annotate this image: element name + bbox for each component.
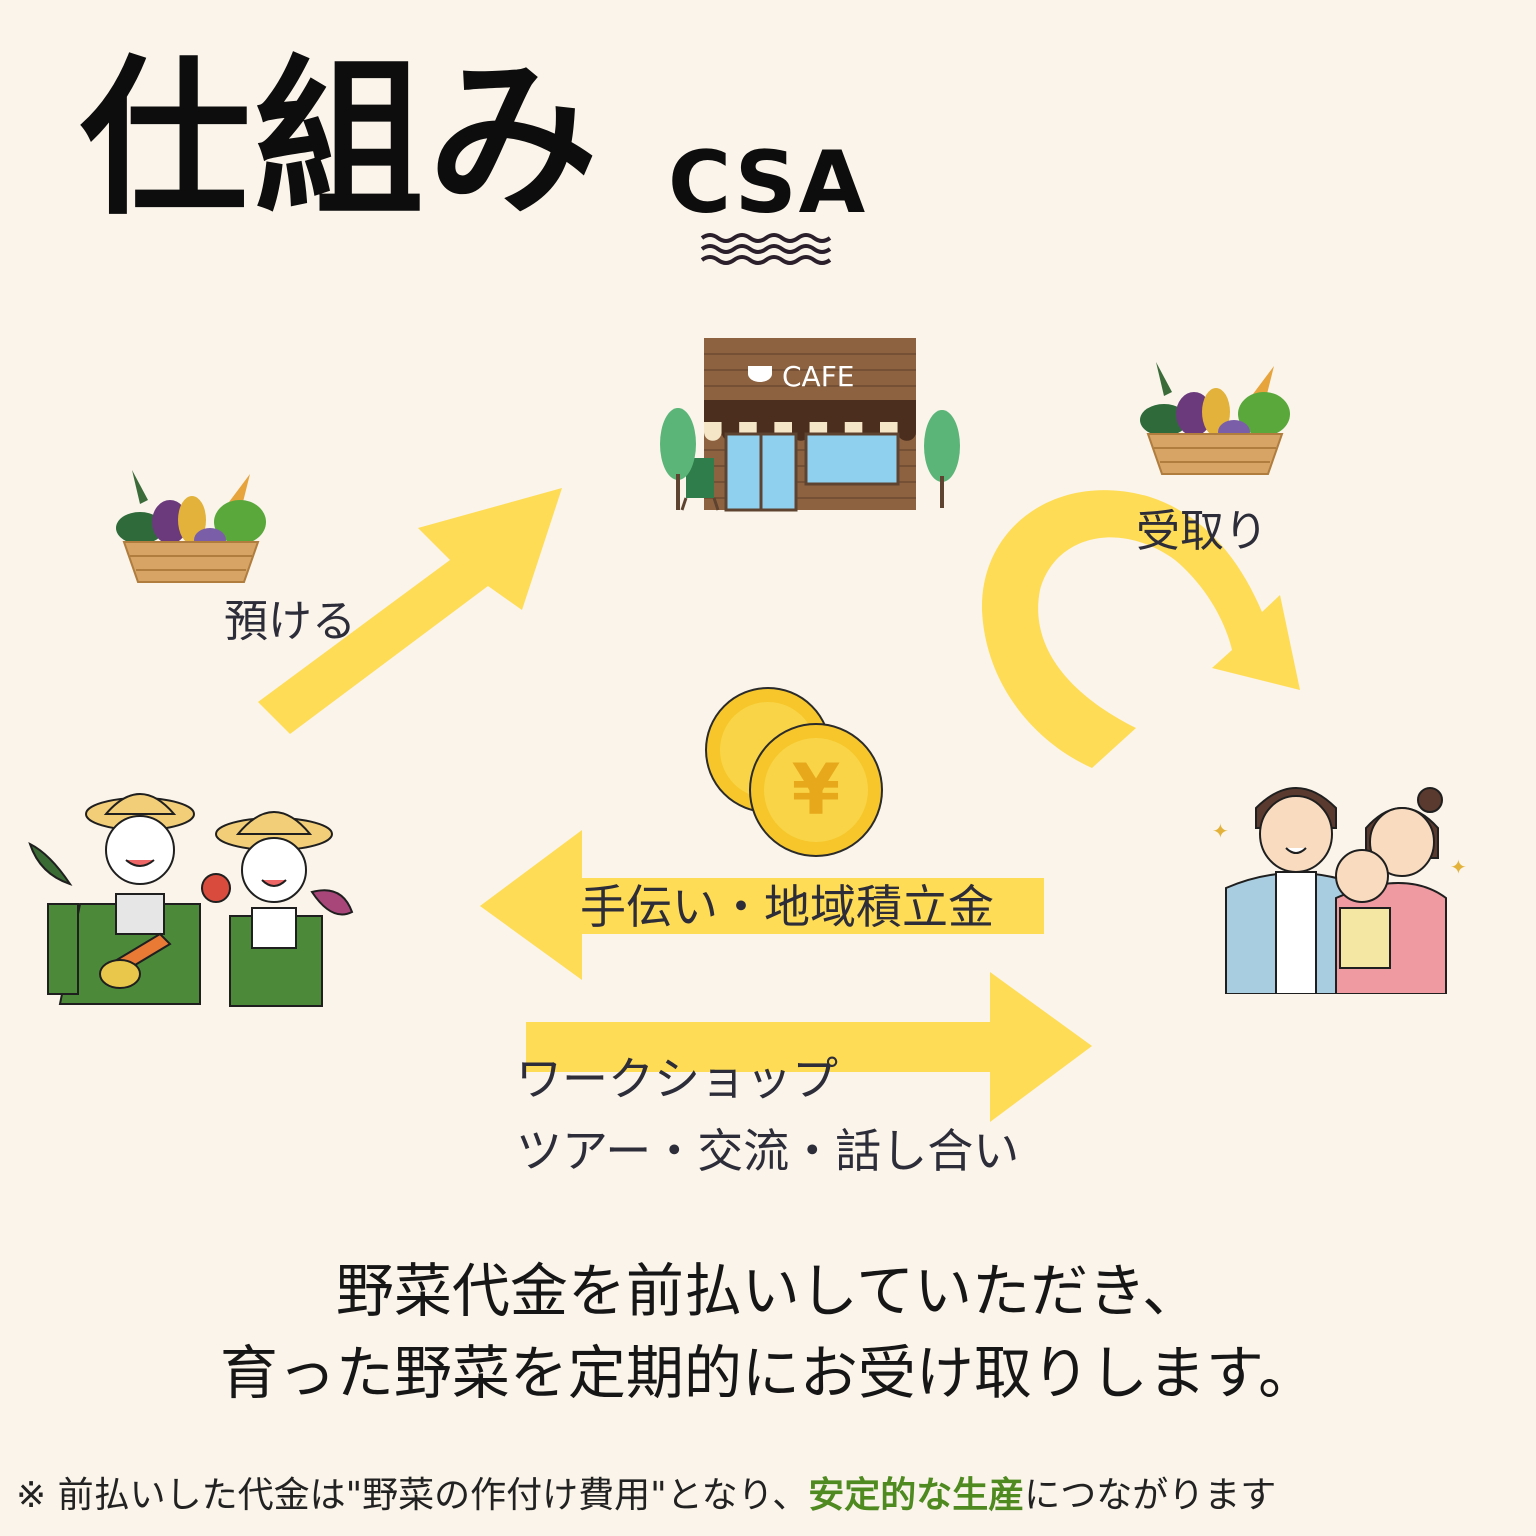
label-deposit: 預ける	[224, 596, 356, 647]
arrow-deposit	[258, 488, 562, 734]
sparkle-icon: ✦	[1450, 855, 1467, 879]
yen-symbol: ¥	[792, 749, 841, 831]
page-subtitle: CSA	[668, 133, 868, 233]
coffee-cup-icon	[748, 366, 772, 382]
family-illustration: ✦ ✦	[1212, 787, 1467, 994]
footnote-prefix: ※ 前払いした代金は"野菜の作付け費用"となり、	[16, 1475, 809, 1516]
footnote-suffix: につながります	[1024, 1475, 1277, 1516]
summary-line-2: 育った野菜を定期的にお受け取りします。	[219, 1339, 1317, 1407]
label-exchange: ツアー・交流・話し合い	[516, 1124, 1020, 1178]
yen-coins-icon: ¥	[705, 687, 883, 857]
wave-underline-icon	[700, 233, 832, 265]
page-title: 仕組み	[80, 41, 603, 239]
farmers-illustration	[28, 793, 354, 1007]
vegetable-basket-icon	[1140, 362, 1290, 475]
arrow-support	[480, 830, 1044, 980]
cafe-sign: CAFE	[782, 360, 855, 393]
sparkle-icon: ✦	[1212, 819, 1229, 843]
vegetable-basket-icon	[116, 470, 266, 583]
label-support: 手伝い・地域積立金	[580, 880, 994, 934]
arrow-receive	[981, 490, 1300, 768]
summary-line-1: 野菜代金を前払いしていただき、	[335, 1257, 1201, 1325]
footnote: ※ 前払いした代金は"野菜の作付け費用"となり、安定的な生産につながります	[16, 1478, 1276, 1514]
arrow-workshop	[526, 972, 1092, 1122]
cafe-building-icon: CAFE	[660, 338, 960, 512]
label-receive: 受取り	[1136, 506, 1268, 557]
label-workshop: ワークショップ	[516, 1052, 838, 1106]
footnote-highlight: 安定的な生産	[808, 1475, 1025, 1516]
